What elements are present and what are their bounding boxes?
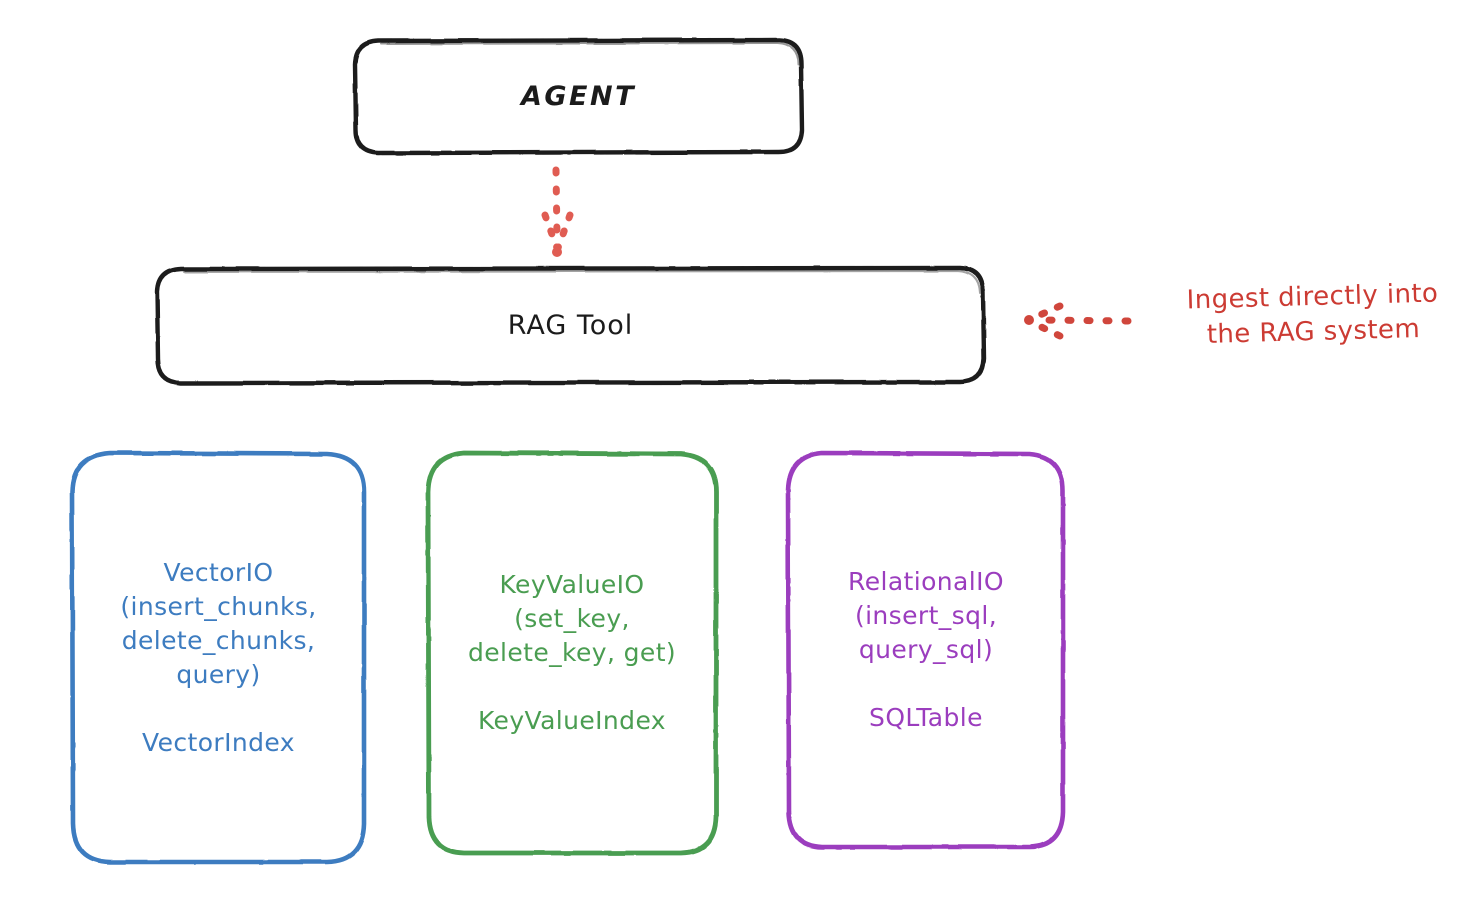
key-value-io-node[interactable]: KeyValueIO (set_key, delete_key, get) Ke… xyxy=(428,452,716,854)
agent-to-rag-tool-arrow xyxy=(541,166,574,257)
agent-box-outline xyxy=(352,37,805,156)
agent-node-label: AGENT xyxy=(520,80,636,112)
agent-node[interactable]: AGENT xyxy=(355,40,802,154)
relational-io-box-outline xyxy=(785,450,1066,850)
rag-tool-node-label: RAG Tool xyxy=(507,309,634,341)
key-value-io-box-outline xyxy=(425,450,719,856)
vector-io-node[interactable]: VectorIO (insert_chunks, delete_chunks, … xyxy=(72,452,365,864)
vector-io-box-outline xyxy=(69,450,367,865)
vector-io-node-label: VectorIO (insert_chunks, delete_chunks, … xyxy=(120,558,317,757)
ingest-pointer-arrow xyxy=(1024,302,1132,340)
key-value-io-node-label: KeyValueIO (set_key, delete_key, get) Ke… xyxy=(467,570,677,735)
ingest-annotation: Ingest directly into the RAG system xyxy=(1186,278,1439,351)
relational-io-node[interactable]: RelationalIO (insert_sql, query_sql) SQL… xyxy=(788,452,1064,848)
relational-io-node-label: RelationalIO (insert_sql, query_sql) SQL… xyxy=(848,567,1004,732)
rag-tool-box-outline xyxy=(154,265,987,386)
rag-tool-node[interactable]: RAG Tool xyxy=(157,268,984,384)
